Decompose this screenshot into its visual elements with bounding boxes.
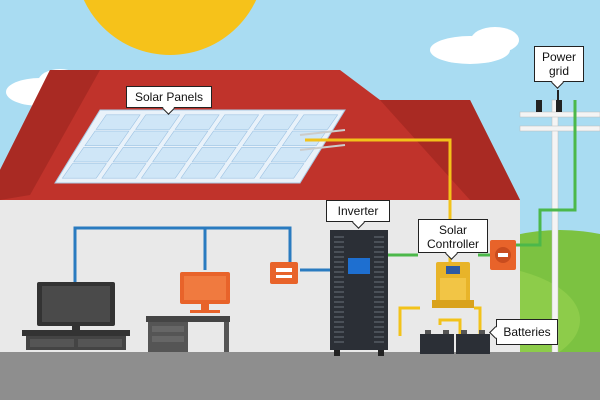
label-power-grid: Power grid bbox=[534, 46, 584, 82]
inverter-vent bbox=[374, 326, 384, 328]
inverter-vent bbox=[374, 271, 384, 273]
label-inverter: Inverter bbox=[326, 200, 390, 222]
inverter-vent bbox=[374, 291, 384, 293]
insulator-right bbox=[556, 100, 562, 112]
solar-cell bbox=[253, 114, 299, 130]
battery-right bbox=[456, 334, 490, 354]
solar-cell bbox=[101, 163, 147, 179]
solar-cell bbox=[231, 146, 277, 163]
battery-bank bbox=[420, 330, 490, 354]
roof-shade bbox=[0, 70, 100, 200]
inverter-vent bbox=[334, 316, 344, 318]
sun bbox=[83, 0, 257, 55]
solar-cell bbox=[214, 114, 260, 130]
inverter-vent bbox=[374, 266, 384, 268]
inverter-vent bbox=[374, 276, 384, 278]
wire-meter-to-grid bbox=[515, 100, 577, 247]
inverter-vent bbox=[374, 321, 384, 323]
solar-cell bbox=[281, 130, 327, 147]
solar-cell bbox=[140, 163, 186, 179]
solar-cell bbox=[152, 146, 198, 163]
panel-cells bbox=[61, 114, 339, 179]
inverter-vent bbox=[334, 266, 344, 268]
inverter-vent bbox=[334, 261, 344, 263]
inverter-vent bbox=[334, 296, 344, 298]
solar-cell bbox=[95, 114, 141, 130]
solar-cell bbox=[73, 146, 119, 163]
ground bbox=[0, 352, 600, 400]
inverter-vent bbox=[334, 306, 344, 308]
solar-cell bbox=[84, 130, 130, 147]
solar-cell bbox=[123, 130, 169, 147]
inverter-vent bbox=[334, 276, 344, 278]
cloud-right bbox=[430, 27, 519, 64]
label-solar-panels: Solar Panels bbox=[126, 86, 212, 108]
inverter-vent bbox=[374, 281, 384, 283]
inverter-vent bbox=[374, 236, 384, 238]
inverter-display bbox=[348, 258, 370, 274]
wire-controller-battery-b bbox=[474, 306, 482, 336]
electric-meter-icon bbox=[490, 240, 516, 270]
solar-cell bbox=[202, 130, 248, 147]
inverter-vent bbox=[334, 286, 344, 288]
inverter-vent bbox=[334, 311, 344, 313]
inverter-vent bbox=[374, 286, 384, 288]
inverter-vent bbox=[334, 331, 344, 333]
solar-cell bbox=[163, 130, 209, 147]
inverter-vent bbox=[374, 316, 384, 318]
inverter-vent bbox=[374, 341, 384, 343]
inverter-vent bbox=[374, 251, 384, 253]
solar-cell bbox=[191, 146, 237, 163]
inverter-vent bbox=[374, 336, 384, 338]
wire-controller-battery-a bbox=[398, 306, 420, 336]
label-batteries: Batteries bbox=[496, 319, 558, 345]
inverter-vent bbox=[334, 256, 344, 258]
solar-cell bbox=[242, 130, 288, 147]
inverter-vent bbox=[374, 256, 384, 258]
inverter-vent bbox=[374, 311, 384, 313]
inverter-vent bbox=[334, 336, 344, 338]
inverter-vent bbox=[334, 251, 344, 253]
inverter-vent bbox=[374, 306, 384, 308]
inverter-grille bbox=[334, 236, 384, 343]
inverter-vent bbox=[334, 321, 344, 323]
inverter-vent bbox=[334, 291, 344, 293]
label-solar-controller: Solar Controller bbox=[418, 219, 488, 253]
solar-controller-unit bbox=[432, 262, 474, 308]
tv-icon bbox=[22, 282, 130, 350]
inverter-vent bbox=[374, 246, 384, 248]
solar-cell bbox=[174, 114, 220, 130]
inverter-vent bbox=[374, 241, 384, 243]
insulator-left bbox=[536, 100, 542, 112]
inverter-vent bbox=[334, 246, 344, 248]
solar-cell bbox=[61, 163, 107, 179]
inverter-unit bbox=[330, 230, 388, 356]
inverter-vent bbox=[334, 326, 344, 328]
inverter-vent bbox=[334, 341, 344, 343]
inverter-vent bbox=[334, 236, 344, 238]
desktop-computer-icon bbox=[146, 272, 230, 352]
solar-cell bbox=[270, 146, 316, 163]
inverter-vent bbox=[374, 261, 384, 263]
inverter-vent bbox=[334, 241, 344, 243]
inverter-vent bbox=[374, 331, 384, 333]
solar-cell bbox=[219, 163, 265, 179]
wire-house-circuit bbox=[73, 226, 292, 282]
inverter-vent bbox=[334, 271, 344, 273]
breaker-box-icon bbox=[270, 262, 298, 284]
inverter-vent bbox=[374, 301, 384, 303]
solar-panel-array bbox=[54, 109, 346, 184]
inverter-vent bbox=[334, 281, 344, 283]
solar-cell bbox=[112, 146, 158, 163]
inverter-vent bbox=[334, 301, 344, 303]
solar-cell bbox=[293, 114, 339, 130]
wire-battery-link bbox=[438, 318, 462, 336]
solar-cell bbox=[259, 163, 305, 179]
inverter-vent bbox=[374, 296, 384, 298]
battery-left bbox=[420, 334, 454, 354]
solar-cell bbox=[180, 163, 226, 179]
